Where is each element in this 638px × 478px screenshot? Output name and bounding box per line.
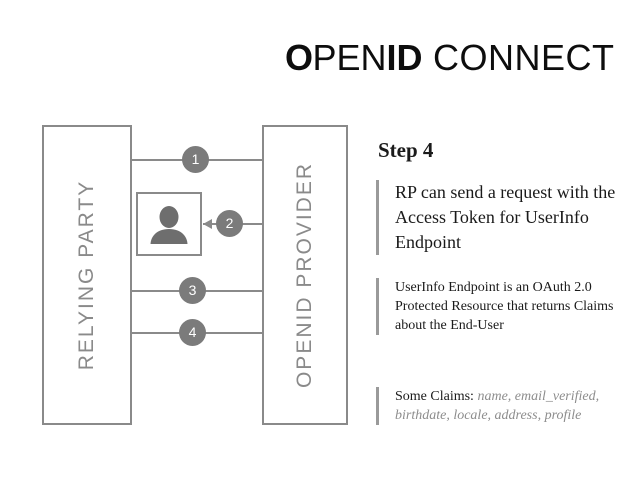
- relying-party-box: RELYING PARTY: [42, 125, 132, 425]
- flow-line-3: [132, 290, 339, 292]
- end-user-box: [136, 192, 202, 256]
- description-block-primary: RP can send a request with the Access To…: [376, 180, 634, 255]
- openid-provider-box: OPENID PROVIDER: [262, 125, 348, 425]
- step-description-panel: Step 4 RP can send a request with the Ac…: [370, 0, 638, 478]
- claims-lead-label: Some Claims:: [395, 389, 478, 404]
- step-title: Step 4: [378, 138, 434, 162]
- logo-part-connect: CONNECT: [422, 37, 615, 78]
- flow-line-1: [132, 159, 339, 161]
- step-badge-1[interactable]: 1: [182, 146, 209, 173]
- openid-connect-logo: OPENID CONNECT: [285, 36, 615, 80]
- step-badge-2[interactable]: 2: [216, 210, 243, 237]
- logo-part-o: O: [285, 37, 313, 78]
- relying-party-label: RELYING PARTY: [75, 179, 98, 371]
- step-badge-3[interactable]: 3: [179, 277, 206, 304]
- description-block-claims: Some Claims: name, email_verified, birth…: [376, 387, 634, 425]
- openid-provider-label: OPENID PROVIDER: [293, 161, 316, 389]
- logo-part-id: ID: [386, 37, 423, 78]
- claims-list: name, email_verified, birthdate, locale,…: [395, 389, 600, 423]
- sequence-diagram: RELYING PARTY OPENID PROVIDER 1 2 3 4: [42, 125, 348, 425]
- end-user-avatar-icon: [150, 206, 188, 245]
- step-badge-4[interactable]: 4: [179, 319, 206, 346]
- description-block-secondary: UserInfo Endpoint is an OAuth 2.0 Protec…: [376, 278, 634, 335]
- logo-part-pen: PEN: [312, 37, 387, 78]
- flow-line-4: [132, 332, 339, 334]
- arrow-head-2-left: [203, 219, 212, 229]
